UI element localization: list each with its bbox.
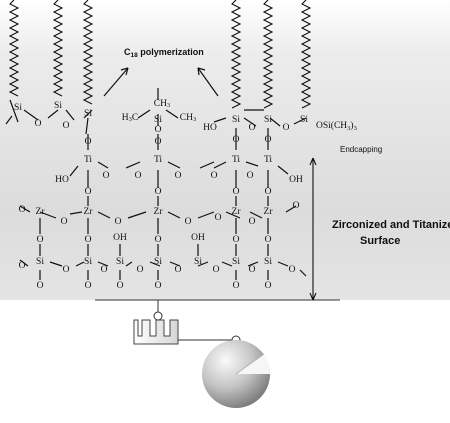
atom-o: O [265,187,272,197]
atom-si: Si [232,115,240,125]
surface-label-line2: Surface [360,235,400,247]
atom-zr: Zr [84,207,94,217]
atom-ho: HO [203,123,217,133]
support-illustration [133,300,271,408]
atom-ho: HO [55,175,69,185]
atom-zr: Zr [36,207,46,217]
atom-o: O [249,217,256,227]
atom-si: Si [154,115,162,125]
sphere-cutaway [236,354,271,374]
tms-ch3-label: CH3 [154,99,170,109]
c18-chain [300,0,312,109]
atom-ti: Ti [264,155,272,165]
atom-o: O [85,235,92,245]
polymerization-label: C18 polymerization [124,47,204,59]
atom-si: Si [54,101,62,111]
atom-o: O [175,171,182,181]
atom-o: O [265,235,272,245]
atom-si: Si [14,103,22,113]
atom-o: O [63,121,70,131]
atom-o: O [265,135,272,145]
atom-o: O [233,235,240,245]
atom-o: O [155,235,162,245]
atom-o: O [85,281,92,291]
atom-si: Si [264,257,272,267]
atom-o: O [175,265,182,275]
atom-o: O [265,281,272,291]
atom-o: O [249,265,256,275]
atom-o: O [185,217,192,227]
atom-si: Si [154,257,162,267]
atom-o: O [213,265,220,275]
osi-group-label: OSi(CH3)3 [316,120,357,132]
c18-chains [8,0,312,109]
bond-network [5,88,307,280]
atom-o: O [211,171,218,181]
surface-bracket-arrow [309,157,317,301]
atom-o: O [117,281,124,291]
atom-o: O [233,281,240,291]
atom-labels: Si O Si O Si Si O HO Si O Si O Si O O O … [14,101,308,291]
c18-chain [82,0,94,105]
atom-o: O [215,213,222,223]
atom-o: O [37,235,44,245]
atom-o: O [155,281,162,291]
c18-chain [8,0,20,97]
atom-oh: OH [289,175,303,185]
atom-o: O [37,281,44,291]
atom-ti: Ti [84,155,92,165]
atom-o: O [155,137,162,147]
atom-oh: OH [113,233,127,243]
atom-ti: Ti [154,155,162,165]
atom-o: O [155,125,162,135]
atom-si: Si [116,257,124,267]
atom-o: O [61,217,68,227]
surface-background [0,0,450,300]
atom-si: Si [84,109,92,119]
c18-chain [230,0,242,109]
endcapping-label: Endcapping [340,145,382,154]
tms-ch3-label: CH3 [180,113,196,123]
atom-o: O [115,217,122,227]
atom-o: O [249,123,256,133]
surface-label-line1: Zirconized and Titanized [332,219,450,231]
atom-o: O [19,205,26,215]
atom-o: O [283,123,290,133]
connector-node [153,311,163,321]
atom-o: O [247,171,254,181]
atom-si: Si [264,115,272,125]
atom-o: O [101,265,108,275]
atom-si: Si [84,257,92,267]
atom-zr: Zr [154,207,164,217]
atom-o: O [233,187,240,197]
atom-si: Si [36,257,44,267]
atom-o: O [293,201,300,211]
atom-o: O [85,187,92,197]
polymerization-arrows [103,67,219,97]
atom-o: O [19,261,26,271]
atom-o: O [289,265,296,275]
atom-o: O [135,171,142,181]
tms-h3c-label: H3C [122,113,138,123]
atom-si: Si [232,257,240,267]
c18-chain [262,0,274,109]
atom-si: Si [300,115,308,125]
atom-o: O [233,135,240,145]
atom-zr: Zr [232,207,242,217]
atom-zr: Zr [264,207,274,217]
atom-o: O [137,265,144,275]
atom-o: O [155,187,162,197]
atom-oh: OH [191,233,205,243]
atom-ti: Ti [232,155,240,165]
atom-o: O [35,119,42,129]
atom-o: O [103,171,110,181]
atom-o: O [85,137,92,147]
c18-chain [52,0,64,97]
atom-si: Si [194,257,202,267]
atom-o: O [63,265,70,275]
porous-particle [133,319,179,345]
